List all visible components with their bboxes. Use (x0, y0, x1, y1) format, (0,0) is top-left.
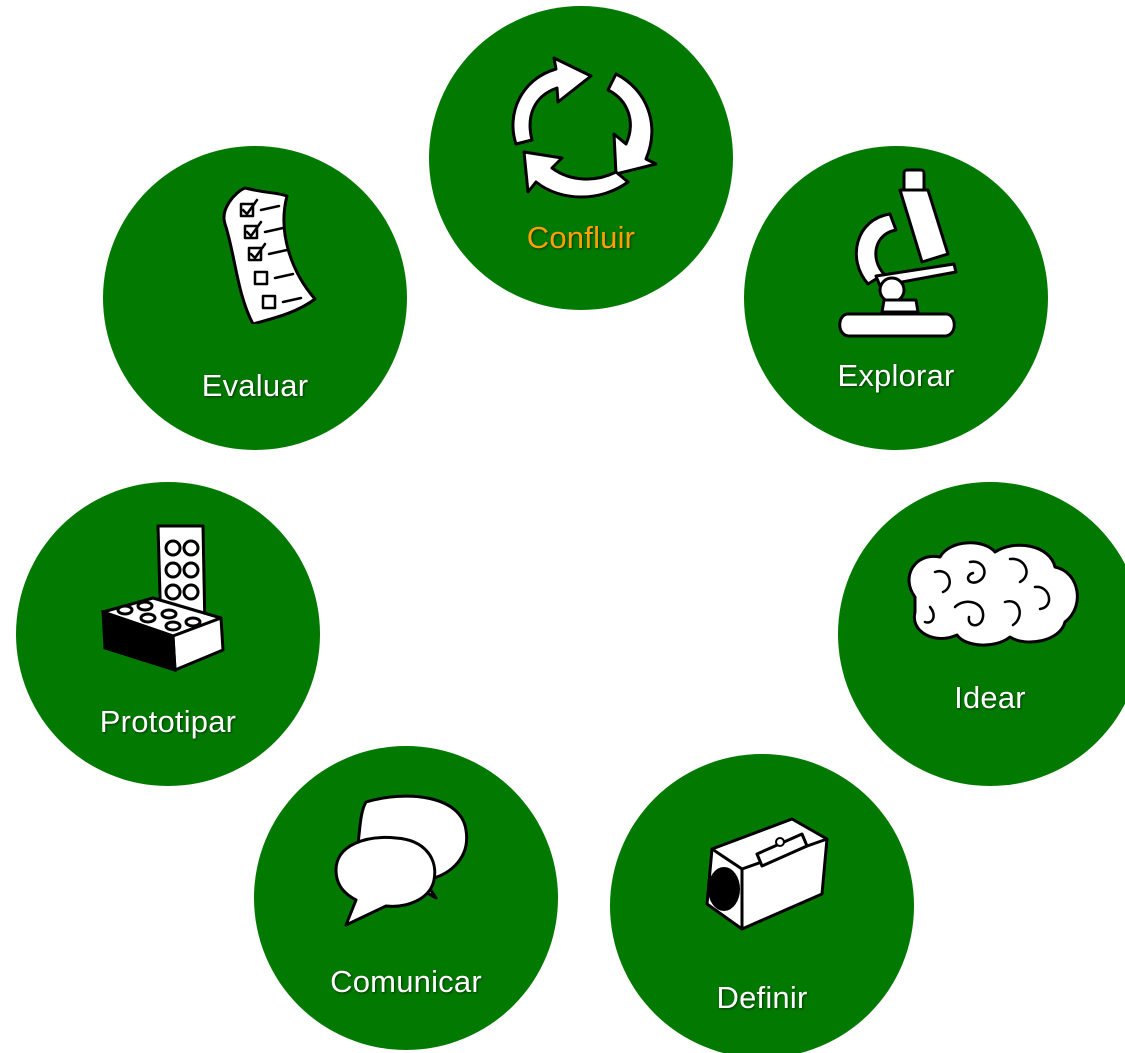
checklist-icon (175, 174, 335, 324)
stage-label: Explorar (837, 358, 955, 393)
recycle-arrows-icon (496, 54, 666, 204)
microscope-icon (826, 164, 966, 344)
brain-icon (895, 537, 1085, 652)
stage-explorar[interactable]: Explorar (744, 146, 1048, 450)
lego-bricks-icon (93, 520, 243, 680)
pencil-sharpener-icon (682, 794, 842, 944)
stage-label: Definir (716, 980, 808, 1015)
stage-idear[interactable]: Idear (838, 482, 1125, 786)
stage-prototipar[interactable]: Prototipar (16, 482, 320, 786)
stage-label: Idear (954, 680, 1026, 715)
stage-comunicar[interactable]: Comunicar (254, 746, 558, 1050)
speech-bubbles-icon (316, 790, 496, 940)
stage-definir[interactable]: Definir (610, 754, 914, 1053)
stage-confluir[interactable]: Confluir (429, 6, 733, 310)
stage-label: Evaluar (201, 368, 309, 403)
stage-evaluar[interactable]: Evaluar (103, 146, 407, 450)
stage-disc (429, 6, 733, 310)
stage-label: Confluir (526, 220, 636, 255)
stage-label: Prototipar (99, 704, 237, 739)
stage-label: Comunicar (330, 964, 482, 999)
